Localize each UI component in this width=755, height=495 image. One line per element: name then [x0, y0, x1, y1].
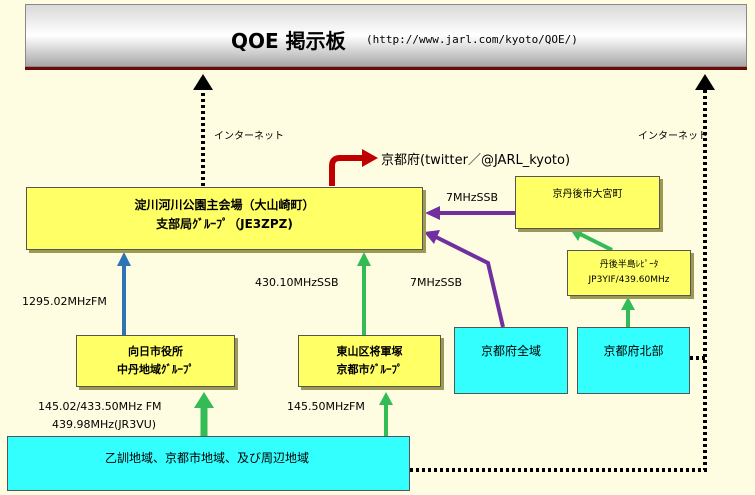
regional-area-label: 乙訓地域、京都市地域、及び周辺地域 — [105, 451, 310, 465]
internet-label-right: インターネット — [638, 131, 708, 142]
higashiyama-node[interactable]: 東山区将軍塚 京都市ｸﾞﾙｰﾌﾟ — [298, 335, 441, 387]
freq-1295: 1295.02MHzFM — [22, 295, 107, 308]
purple-arrow-kyotofu — [424, 230, 505, 328]
bulletin-board-banner[interactable]: QOE 掲示板 (http://www.jarl.com/kyoto/QOE/) — [25, 4, 747, 67]
internet-link-right — [410, 74, 715, 472]
banner-url[interactable]: (http://www.jarl.com/kyoto/QOE/) — [366, 33, 578, 46]
green-arrow-bottom-left — [194, 392, 214, 436]
higashiyama-name: 東山区将軍塚 — [336, 345, 403, 358]
higashiyama-group: 京都市ｸﾞﾙｰﾌﾟ — [336, 363, 403, 376]
freq-430: 430.10MHzSSB — [255, 276, 339, 289]
kyotango-label: 京丹後市大宮町 — [552, 189, 623, 200]
main-venue-group: 支部局ｸﾞﾙｰﾌﾟ（JE3ZPZ) — [156, 217, 293, 231]
main-venue-name: 淀川河川公園主会場（大山崎町） — [134, 198, 315, 212]
blue-arrow-muko — [117, 252, 131, 335]
twitter-arrow — [329, 149, 378, 186]
tango-repeater-node[interactable]: 丹後半島ﾚﾋﾟｰﾀ JP3YIF/439.60MHz — [567, 250, 691, 296]
freq-439: 439.98MHz(JR3VU) — [52, 418, 157, 431]
muko-city-group: 中丹地域ｸﾞﾙｰﾌﾟ — [117, 363, 194, 376]
main-venue-node[interactable]: 淀川河川公園主会場（大山崎町） 支部局ｸﾞﾙｰﾌﾟ（JE3ZPZ) — [26, 187, 423, 250]
muko-city-name: 向日市役所 — [128, 345, 183, 358]
freq-7mhz-top: 7MHzSSB — [446, 191, 499, 204]
freq-7mhz-mid: 7MHzSSB — [410, 276, 463, 289]
green-arrow-bottom-right — [379, 392, 393, 436]
kyoto-prefecture-label: 京都府全域 — [480, 344, 541, 358]
kyoto-prefecture-node[interactable]: 京都府全域 — [454, 327, 568, 394]
freq-145-left: 145.02/433.50MHz FM — [38, 400, 162, 413]
freq-145-right: 145.50MHzFM — [287, 400, 365, 413]
regional-area-node[interactable]: 乙訓地域、京都市地域、及び周辺地域 — [7, 436, 410, 491]
kyoto-north-node[interactable]: 京都府北部 — [577, 327, 690, 394]
kyotango-node[interactable]: 京丹後市大宮町 — [515, 176, 660, 229]
twitter-label[interactable]: 京都府(twitter／@JARL_kyoto) — [381, 153, 571, 168]
purple-arrow-kyotango — [425, 206, 515, 220]
internet-link-left — [193, 74, 213, 186]
internet-label-left: インターネット — [214, 131, 284, 142]
muko-city-node[interactable]: 向日市役所 中丹地域ｸﾞﾙｰﾌﾟ — [76, 335, 235, 387]
green-arrow-north — [621, 297, 635, 327]
kyoto-north-label: 京都府北部 — [603, 344, 664, 358]
tango-repeater-name: 丹後半島ﾚﾋﾟｰﾀ — [599, 260, 659, 270]
banner-title: QOE 掲示板 — [231, 29, 346, 53]
tango-repeater-freq: JP3YIF/439.60MHz — [588, 275, 670, 285]
green-arrow-tango — [570, 228, 613, 252]
green-arrow-higashiyama — [357, 252, 371, 335]
